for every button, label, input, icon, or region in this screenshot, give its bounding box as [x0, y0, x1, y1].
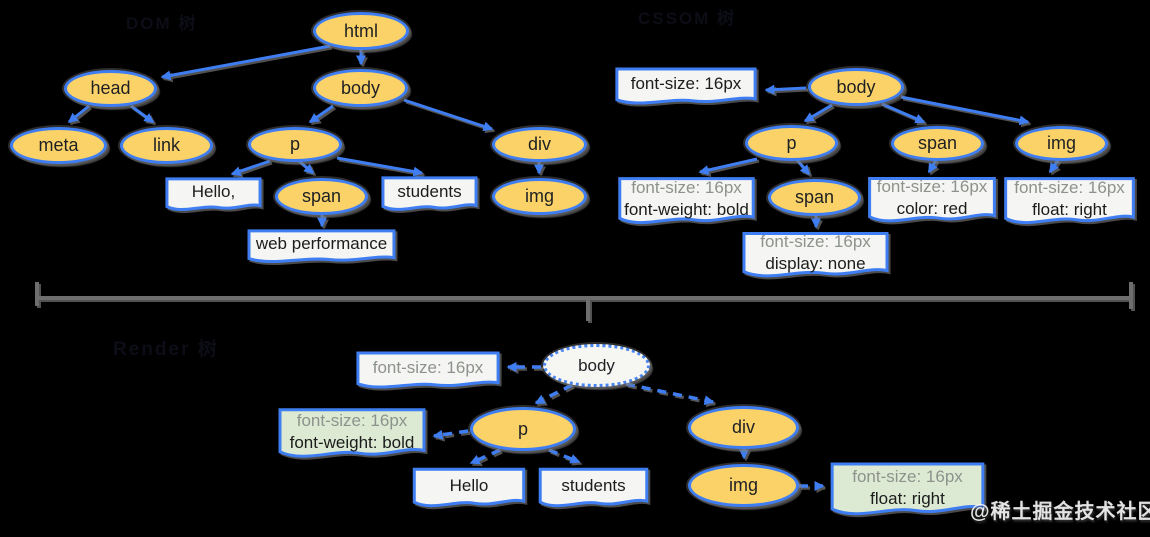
render-style-box-body: font-size: 16px [355, 351, 501, 392]
render-text-box-students: students [538, 467, 649, 511]
dom-edges [67, 44, 544, 228]
dom-node-span: span [275, 178, 368, 215]
node-label: body [836, 76, 876, 97]
edge [308, 104, 334, 124]
edge [900, 95, 1030, 126]
dom-node-img: img [492, 178, 587, 215]
dom-node-body: body [313, 69, 408, 107]
edge [764, 84, 807, 95]
cssom-node-img: img [1015, 126, 1108, 161]
divider-line [35, 282, 1133, 321]
style-line-inherited: font-size: 16px [296, 410, 408, 430]
node-label: img [524, 186, 554, 206]
dom-text-box-hello: Hello, [165, 177, 262, 214]
cssom-style-box-p: font-size: 16px font-weight: bold [617, 176, 756, 229]
style-line-inherited: font-size: 16px [372, 358, 484, 378]
node-label: body [578, 355, 615, 375]
render-node-img: img [688, 464, 799, 507]
cssom-node-p: p [745, 125, 838, 161]
edge [1048, 159, 1060, 174]
node-label: span [301, 186, 342, 206]
node-label: img [728, 475, 758, 495]
style-line: font-size: 16px [630, 74, 742, 94]
edge [230, 159, 271, 176]
cssom-style-box-body: font-size: 16px [614, 67, 758, 108]
node-label: p [786, 132, 797, 153]
dom-text-box-web-performance: web performance [246, 229, 397, 266]
style-line: display: none [765, 254, 866, 273]
cssom-node-span: span [891, 126, 984, 161]
style-line-inherited: font-size: 16px [760, 232, 871, 252]
edge [803, 103, 833, 123]
node-label: html [343, 20, 378, 41]
render-section-label: Render 树 [113, 339, 219, 360]
dom-section-label: DOM 树 [126, 14, 198, 33]
node-label: head [90, 78, 131, 98]
node-label: p [517, 418, 528, 439]
dom-node-html: html [313, 12, 409, 50]
text-box-label: web performance [255, 234, 388, 254]
edge [548, 448, 581, 464]
dom-node-head: head [64, 70, 157, 107]
text-box-label: students [561, 475, 626, 495]
cssom-section-label: CSSOM 树 [638, 9, 737, 28]
edge [432, 429, 469, 440]
edge [298, 159, 315, 175]
edge [67, 104, 90, 124]
cssom-style-box-span: font-size: 16px color: red [867, 176, 997, 227]
render-node-div: div [688, 406, 799, 449]
text-box-label: Hello [449, 475, 489, 495]
edge [534, 383, 573, 405]
cssom-edges [698, 84, 1060, 229]
edge [881, 102, 926, 124]
cssom-node-body: body [808, 68, 904, 106]
dom-node-link: link [120, 127, 213, 164]
node-label: div [731, 417, 755, 437]
render-edges [432, 362, 825, 491]
node-label: span [917, 133, 958, 153]
edge [698, 157, 758, 175]
style-line-inherited: font-size: 16px [852, 466, 963, 486]
edge [130, 104, 155, 124]
node-label: span [794, 187, 835, 207]
node-label: p [289, 134, 300, 154]
node-label: div [527, 134, 551, 154]
text-box-label: Hello, [191, 182, 236, 202]
node-label: link [152, 135, 180, 155]
render-node-p: p [470, 407, 576, 451]
render-text-box-hello: Hello [412, 467, 526, 511]
cssom-node-span-child: span [768, 179, 861, 216]
dom-node-div: div [492, 127, 587, 162]
style-line-inherited: font-size: 16px [631, 178, 742, 198]
dom-text-box-students: students [381, 176, 478, 214]
style-line: font-weight: bold [624, 200, 749, 219]
edge [927, 159, 938, 174]
style-line: color: red [896, 199, 968, 218]
node-label: meta [38, 135, 79, 155]
node-label: body [340, 77, 381, 98]
cssom-style-box-img: font-size: 16px float: right [1003, 176, 1136, 229]
style-line-inherited: font-size: 16px [1014, 178, 1125, 198]
style-line: float: right [1032, 200, 1107, 219]
edge [469, 448, 501, 465]
dom-node-meta: meta [10, 127, 107, 164]
node-label: img [1046, 133, 1076, 153]
edge [336, 156, 424, 177]
dom-node-p: p [248, 127, 342, 162]
edge [403, 98, 494, 132]
edge [160, 44, 331, 81]
edge [795, 159, 811, 176]
edge [625, 382, 715, 406]
watermark: @稀土掘金技术社区 [970, 501, 1150, 523]
style-line-inherited: font-size: 16px [876, 177, 988, 197]
style-line: font-weight: bold [289, 432, 415, 452]
text-box-label: students [397, 181, 462, 201]
style-line: float: right [870, 488, 945, 508]
cssom-style-box-span-child: font-size: 16px display: none [741, 231, 890, 282]
render-node-body: body [543, 344, 650, 387]
